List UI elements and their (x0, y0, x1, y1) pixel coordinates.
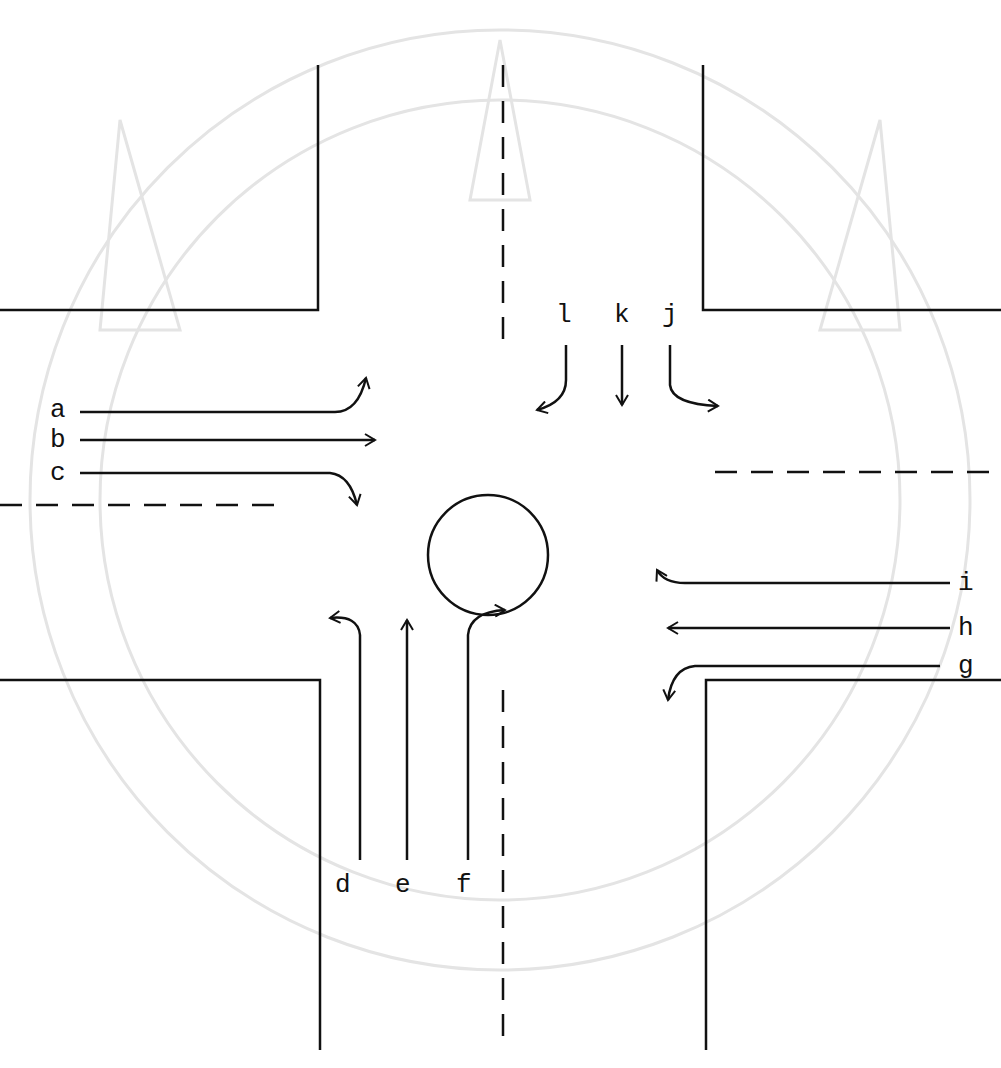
movement-label: j (662, 302, 678, 328)
movement-label: a (50, 397, 66, 423)
movement-label: k (614, 302, 630, 328)
movement-label: h (958, 615, 974, 641)
centre-line (0, 65, 1001, 1050)
movement-label: c (50, 460, 66, 486)
movement-label: l (556, 302, 572, 328)
movement-label: e (395, 872, 411, 898)
road-edge (0, 65, 1001, 1050)
movement-label: g (958, 653, 974, 679)
movement-arrow (80, 345, 950, 860)
roundabout-island (428, 495, 548, 615)
movement-label: f (456, 872, 472, 898)
movement-label: i (958, 570, 974, 596)
movement-label: d (335, 872, 351, 898)
movement-label: b (50, 427, 66, 453)
watermark-seal (30, 30, 970, 970)
